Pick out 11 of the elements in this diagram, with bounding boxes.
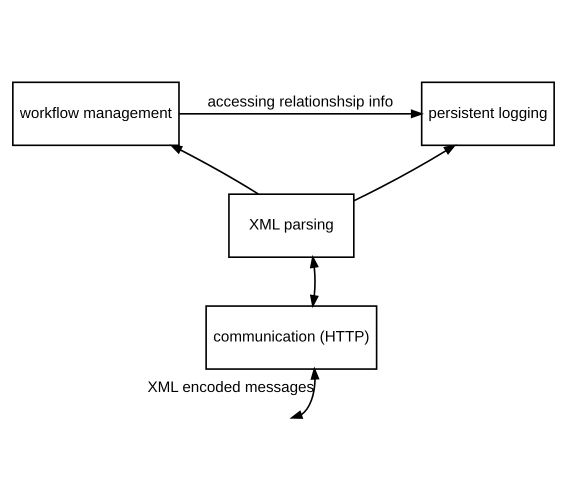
- edge-label: accessing relationshsip info: [207, 93, 394, 110]
- arrow: [169, 144, 259, 195]
- node-box: XML parsing: [228, 193, 355, 258]
- arrow: [289, 366, 320, 419]
- node-box: persistent logging: [420, 82, 555, 146]
- edge-label: XML encoded messages: [147, 378, 314, 396]
- arrow: [179, 109, 424, 118]
- node-box: communication (HTTP): [205, 305, 378, 370]
- node-box: workflow management: [12, 82, 180, 146]
- arrow: [310, 254, 319, 308]
- arrow: [354, 144, 457, 202]
